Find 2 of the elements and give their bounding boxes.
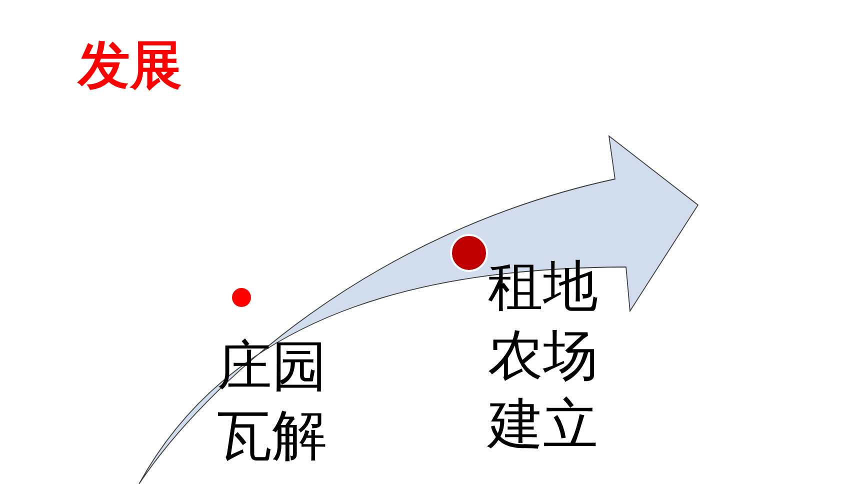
stage-label: 租地农场建立 — [488, 253, 599, 458]
title: 发展 — [78, 37, 182, 95]
